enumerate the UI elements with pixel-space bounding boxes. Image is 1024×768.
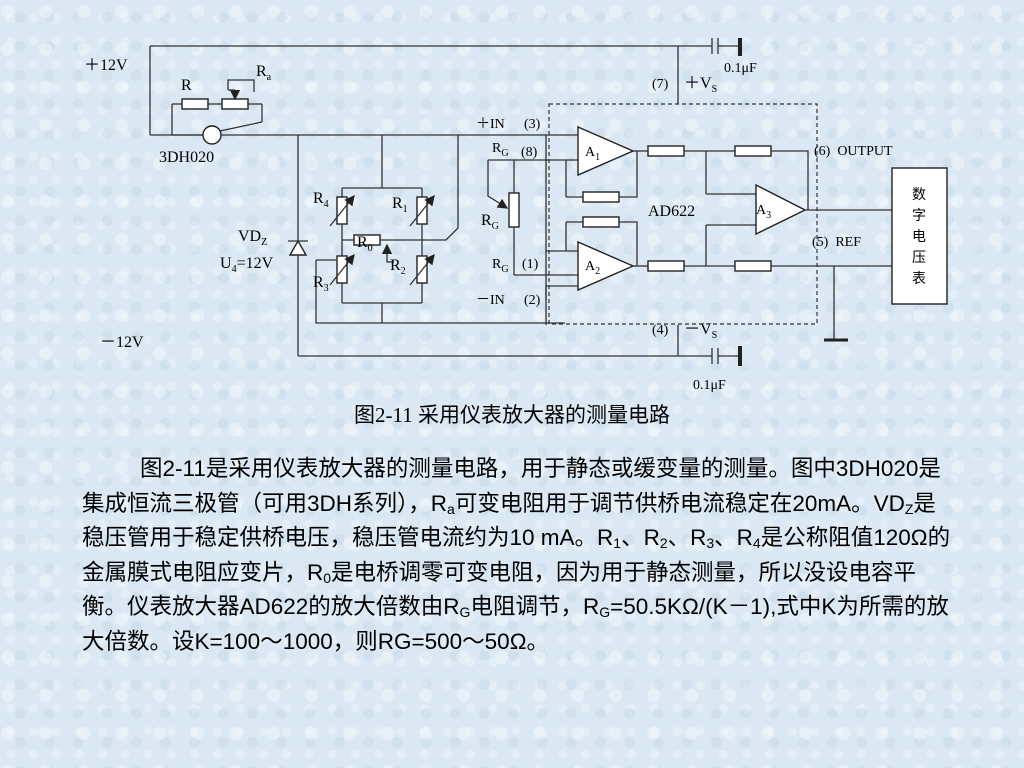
resistor-r (181, 98, 209, 110)
label-r4: R4 (313, 190, 329, 210)
label-in-plus: ＋IN (476, 117, 505, 132)
label-a1: A1 (585, 145, 600, 163)
circuit-diagram: ＋12V －12V R Ra 3DH020 VDZ U4=12V R4 R1 R… (84, 38, 948, 393)
label-ra: Ra (256, 63, 272, 83)
amplifier-a3 (755, 183, 892, 342)
label-r: R (181, 77, 192, 94)
ad622-boundary (548, 103, 818, 325)
label-pin4: (4) (652, 323, 669, 338)
label-a2: A2 (585, 259, 600, 277)
resistor-ra (221, 98, 249, 110)
label-ref: (5) REF (812, 235, 861, 250)
label-rg-bottom: RG (492, 257, 509, 275)
label-r0: R0 (357, 234, 373, 254)
bottom-capacitor (711, 346, 742, 366)
label-minus12v: －12V (100, 334, 144, 351)
label-plus12v: ＋12V (84, 57, 128, 74)
svg-text:压: 压 (912, 251, 926, 266)
svg-text:字: 字 (912, 208, 926, 224)
label-u4: U4=12V (220, 255, 274, 275)
figure-caption: 图2-11 采用仪表放大器的测量电路 (354, 403, 670, 427)
description-paragraph: 图2-11是采用仪表放大器的测量电路，用于静态或缓变量的测量。图中3DH020是… (82, 456, 951, 654)
label-rg-top: RG (492, 141, 509, 159)
label-pin3: (3) (524, 117, 541, 132)
meter-label: 数 字 电 压 表 (912, 187, 926, 287)
label-3dh020: 3DH020 (159, 149, 214, 166)
zener-diode (288, 135, 308, 356)
strain-bridge (315, 135, 565, 324)
supply-rails (149, 45, 712, 357)
label-output: (6) OUTPUT (814, 144, 893, 159)
amplifier-a1 (546, 125, 809, 210)
label-pin2: (2) (524, 293, 541, 308)
label-pin7: (7) (652, 77, 669, 92)
label-r1: R1 (392, 195, 408, 215)
label-plus-vs: ＋VS (684, 75, 717, 95)
label-vdz: VDZ (238, 228, 267, 248)
transistor-3dh020 (202, 125, 222, 145)
amplifier-a2 (545, 216, 892, 300)
label-cap-top: 0.1μF (724, 61, 757, 76)
svg-text:表: 表 (912, 271, 926, 287)
label-rg-mid: RG (481, 212, 499, 232)
label-in-minus: －IN (476, 293, 505, 308)
label-ad622: AD622 (648, 203, 695, 220)
label-minus-vs: －VS (684, 321, 717, 341)
label-cap-bottom: 0.1μF (693, 378, 726, 393)
top-capacitor (711, 38, 742, 56)
label-r3: R3 (313, 274, 329, 294)
label-r2: R2 (390, 257, 406, 277)
label-pin8: (8) (521, 145, 538, 160)
label-a3: A3 (756, 203, 771, 221)
digital-voltmeter (891, 167, 948, 305)
svg-text:电: 电 (912, 229, 926, 245)
svg-text:数: 数 (912, 187, 926, 203)
label-pin1: (1) (522, 257, 539, 272)
current-source (150, 79, 458, 145)
